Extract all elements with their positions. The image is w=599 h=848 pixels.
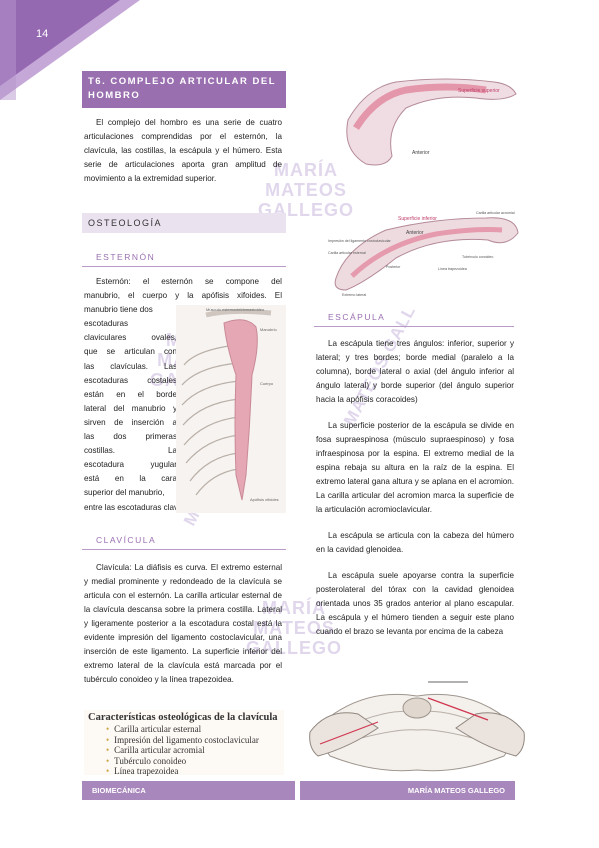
esternon-line: entre las escotaduras claviculares. — [84, 502, 209, 512]
heading-esternon: ESTERNÓN — [82, 249, 286, 267]
clavicula-features-list: Carilla articular esternalImpresión del … — [84, 724, 284, 777]
esternon-line: lateral del manubrio y — [84, 403, 177, 413]
esternon-line: que se articulan con — [84, 347, 177, 357]
esternon-line: sirven de inserción a — [84, 417, 177, 427]
section-osteologia: OSTEOLOGÍA — [82, 213, 286, 233]
figure-label: Anterior — [406, 230, 424, 236]
figure-label: Cuerpo — [260, 381, 274, 386]
clavicula-feature-item: Impresión del ligamento costoclavicular — [114, 735, 284, 746]
figure-label: Carilla articular acromial — [476, 211, 515, 215]
page-corner-decoration — [0, 0, 140, 100]
esternon-line: superior del manubrio, — [84, 488, 165, 498]
figure-label: Superficie inferior — [398, 216, 437, 222]
figure-label: Impresión del ligamento costoclavicular — [328, 239, 392, 243]
figure-label: Carilla articular esternal — [328, 251, 366, 255]
clavicula-features-box: Características osteológicas de la claví… — [84, 710, 284, 777]
esternon-line: está en la cara — [84, 474, 177, 484]
clavicula-feature-item: Tubérculo conoideo — [114, 756, 284, 767]
esternon-line: están en el borde — [84, 389, 177, 399]
intro-paragraph: El complejo del hombro es una serie de c… — [84, 118, 282, 183]
clavicula-paragraph: Clavícula: La diáfisis es curva. El extr… — [84, 563, 282, 684]
esternon-line: costillas. La — [84, 446, 177, 456]
clavicula-feature-item: Carilla articular acromial — [114, 745, 284, 756]
figure-label: Extremo lateral — [342, 293, 366, 297]
clavicle-figure: Superficie superior Anterior Superficie … — [328, 78, 519, 297]
esternon-line: las clavículas. Las — [84, 361, 177, 371]
esternon-line: escotadura yugular — [84, 460, 177, 470]
figure-label: Posterior — [386, 265, 401, 269]
chapter-title: T6. COMPLEJO ARTICULAR DEL HOMBRO — [82, 71, 286, 108]
esternon-line: manubrio, el cuerpo y la apófisis xifoid… — [84, 291, 282, 301]
clavicula-feature-item: Carilla articular esternal — [114, 724, 284, 735]
esternon-line: manubrio tiene dos — [84, 305, 153, 315]
esternon-line: escotaduras costales — [84, 375, 177, 385]
figure-label: Apófisis xifoides — [250, 497, 279, 502]
sternum-figure: Músculo esternocleidomastoideo Manubrio … — [176, 305, 286, 513]
figure-label: Anterior — [412, 150, 430, 156]
figure-label: Superficie superior — [458, 88, 500, 94]
figure-label: Línea trapezoidea — [438, 267, 467, 271]
page-number: 14 — [36, 28, 49, 40]
figure-label: Músculo esternocleidomastoideo — [206, 307, 265, 312]
esternon-line: claviculares ovales, — [84, 333, 177, 343]
footer-left: BIOMECÁNICA — [82, 781, 295, 800]
figure-label: Manubrio — [260, 327, 277, 332]
escapula-text: La escápula tiene tres ángulos: inferior… — [316, 339, 514, 636]
esternon-text: Esternón: el esternón se compone del manu… — [84, 275, 282, 515]
heading-escapula: ESCÁPULA — [314, 309, 514, 327]
clavicula-feature-item: Línea trapezoidea — [114, 766, 284, 777]
esternon-line: escotaduras — [84, 319, 129, 329]
thorax-scapula-figure — [309, 681, 525, 772]
esternon-line: Esternón: el esternón se compone del — [96, 277, 282, 286]
heading-clavicula: CLAVÍCULA — [82, 532, 286, 550]
footer-right: MARÍA MATEOS GALLEGO — [300, 781, 515, 800]
figure-label: Tubérculo conoideo — [462, 255, 493, 259]
esternon-line: las dos primeras — [84, 432, 177, 442]
clavicula-box-title: Características osteológicas de la claví… — [88, 712, 278, 723]
